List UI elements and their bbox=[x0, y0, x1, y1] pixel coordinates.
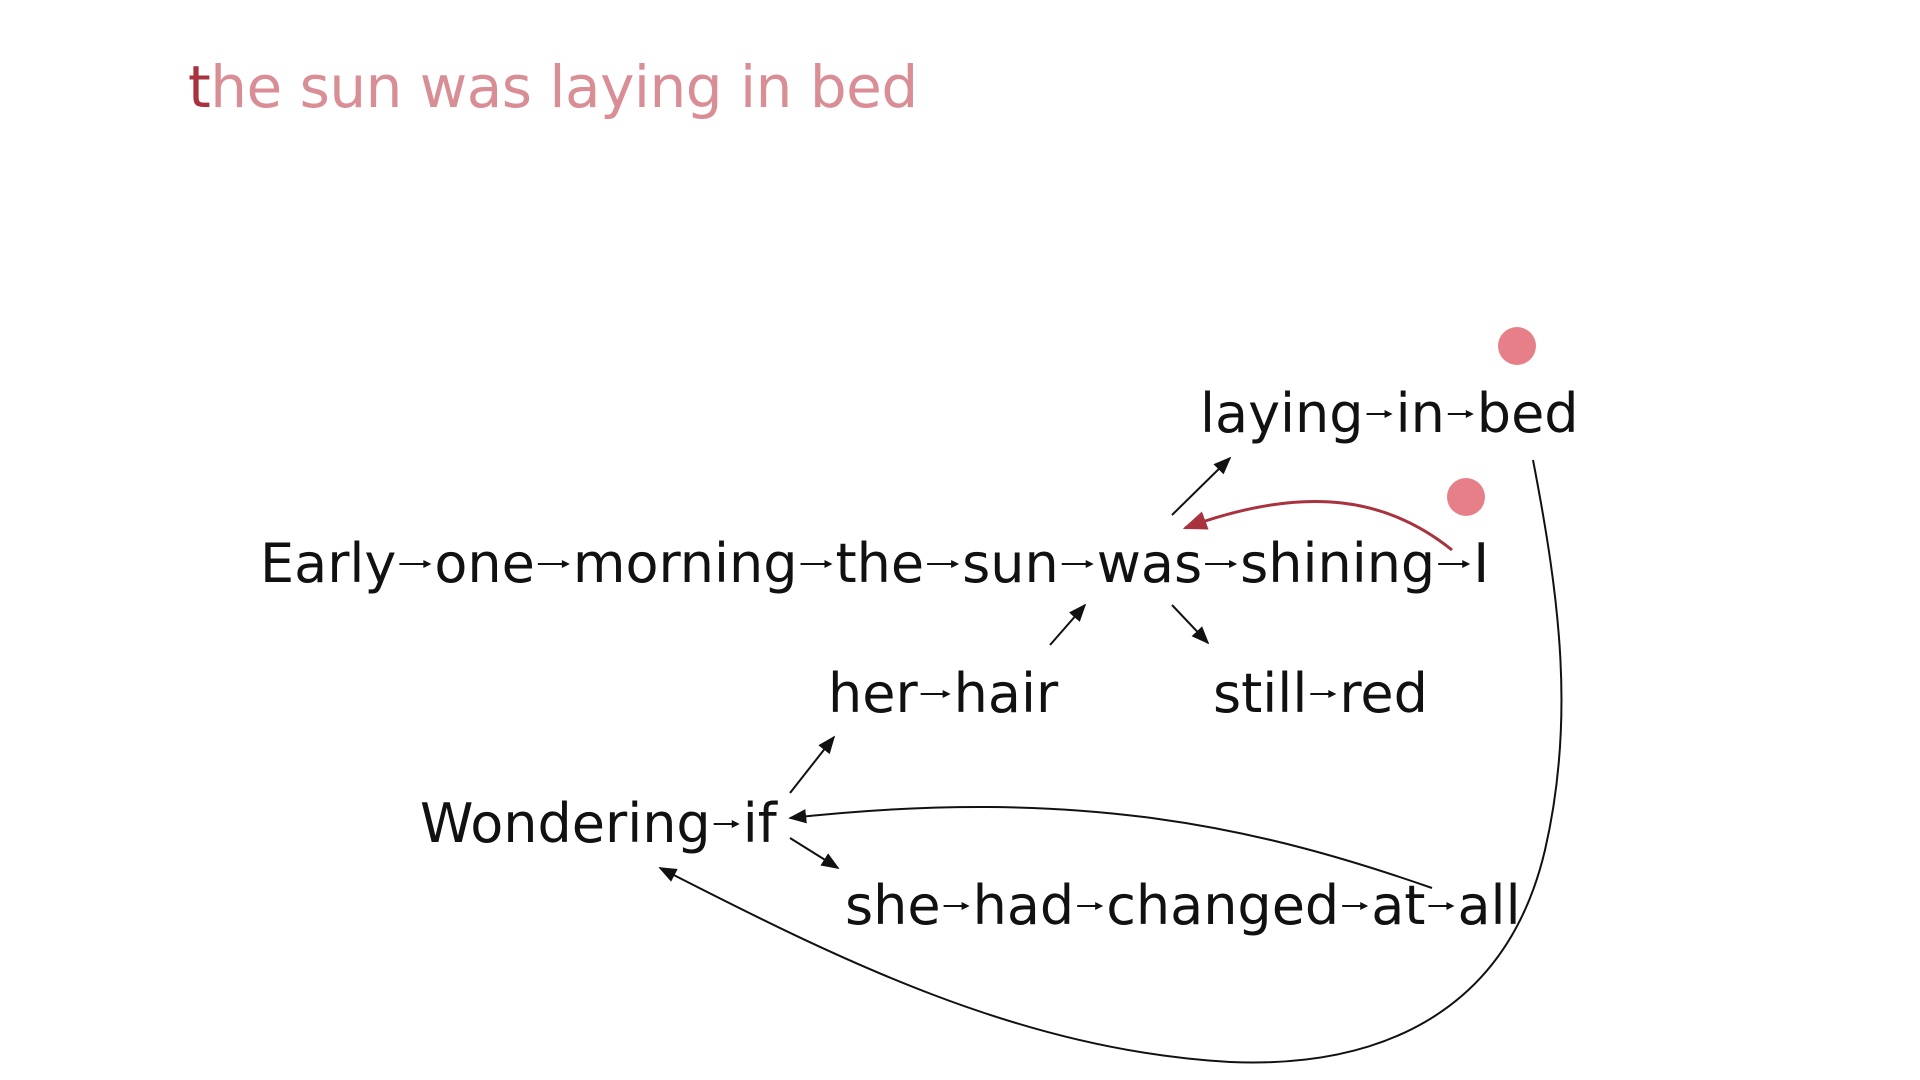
word-main-4: sun bbox=[962, 532, 1059, 595]
connector-arrowhead-wonder-0 bbox=[731, 820, 740, 828]
connector-arrowhead-main-0 bbox=[423, 560, 432, 568]
word-she-4: all bbox=[1457, 874, 1520, 937]
word-hair-0: her bbox=[828, 662, 918, 725]
curve-all-to-if bbox=[788, 805, 1433, 889]
word-still-1: red bbox=[1339, 662, 1428, 725]
connector-arrowhead-she-0 bbox=[961, 902, 970, 910]
wondering-row: Wondering if bbox=[420, 792, 779, 855]
word-top-2: bed bbox=[1477, 382, 1579, 445]
word-she-1: had bbox=[973, 874, 1075, 937]
word-main-7: I bbox=[1473, 532, 1489, 595]
word-main-1: one bbox=[434, 532, 535, 595]
word-top-1: in bbox=[1396, 382, 1445, 445]
branch-arrow-if-to-she bbox=[789, 837, 840, 869]
connector-arrowhead-she-1 bbox=[1095, 902, 1104, 910]
word-main-2: morning bbox=[573, 532, 798, 595]
word-she-0: she bbox=[845, 874, 941, 937]
still-red-row: still red bbox=[1213, 662, 1428, 725]
word-top-0: laying bbox=[1200, 382, 1364, 445]
connector-arrowhead-top-1 bbox=[1465, 410, 1474, 418]
word-she-2: changed bbox=[1106, 874, 1339, 937]
branch-arrow-hair-to-was bbox=[1049, 603, 1087, 646]
word-she-3: at bbox=[1371, 874, 1425, 937]
word-wonder-0: Wondering bbox=[420, 792, 711, 855]
connector-arrowhead-main-6 bbox=[1462, 560, 1471, 568]
word-main-6: shining bbox=[1240, 532, 1435, 595]
connector-arrowhead-main-1 bbox=[561, 560, 570, 568]
connector-arrowhead-main-2 bbox=[824, 560, 833, 568]
connector-arrowhead-top-0 bbox=[1384, 410, 1393, 418]
curve-bed-to-wondering bbox=[658, 459, 1563, 1064]
word-main-5: was bbox=[1097, 532, 1202, 595]
connector-arrowhead-still-0 bbox=[1328, 690, 1337, 698]
connector-arrowhead-main-5 bbox=[1229, 560, 1238, 568]
word-main-0: Early bbox=[260, 532, 396, 595]
circle-marker-icon bbox=[1447, 478, 1485, 516]
branch-arrow-was-to-still bbox=[1171, 604, 1210, 645]
connector-arrowhead-she-2 bbox=[1360, 902, 1369, 910]
connector-arrowhead-main-4 bbox=[1085, 560, 1094, 568]
circle-marker-icon bbox=[1498, 327, 1536, 365]
word-hair-1: hair bbox=[954, 662, 1059, 725]
branch-arrow-was-to-laying bbox=[1171, 456, 1232, 516]
connector-arrowhead-hair-0 bbox=[942, 690, 951, 698]
header-first-letter: t bbox=[188, 53, 211, 121]
connector-arrowhead-main-3 bbox=[951, 560, 960, 568]
header-rest: he sun was laying in bed bbox=[210, 53, 918, 121]
highlight-arrow-I-to-was bbox=[1182, 499, 1453, 552]
word-still-0: still bbox=[1213, 662, 1307, 725]
connector-arrowhead-she-3 bbox=[1446, 902, 1455, 910]
branch-arrow-if-to-her bbox=[789, 735, 836, 794]
word-wonder-1: if bbox=[743, 792, 779, 855]
header-sentence: the sun was laying in bed bbox=[188, 52, 918, 122]
word-main-3: the bbox=[836, 532, 925, 595]
